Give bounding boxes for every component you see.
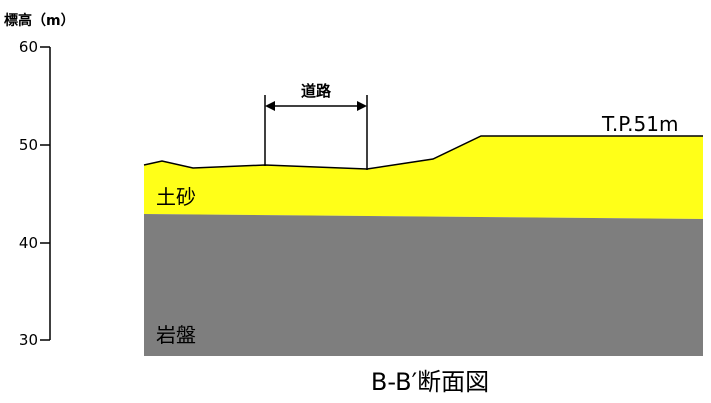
- road-arrow-left: [265, 101, 275, 111]
- ground-surface-line: [143, 135, 703, 170]
- road-marker: 道路: [264, 82, 368, 170]
- axis-ticks: 60 50 40 30: [19, 38, 50, 349]
- tick-label-40: 40: [19, 234, 38, 252]
- axis-title: 標高（m）: [4, 12, 75, 29]
- tick-label-50: 50: [19, 136, 38, 154]
- road-label: 道路: [301, 82, 332, 100]
- elevation-label: T.P.51m: [601, 112, 678, 136]
- tick-label-60: 60: [19, 38, 38, 56]
- tick-label-30: 30: [19, 331, 38, 349]
- soil-label: 土砂: [156, 185, 196, 209]
- figure-caption: B-B′断面図: [371, 368, 489, 396]
- road-arrow-right: [357, 101, 367, 111]
- bedrock-layer: [144, 214, 703, 356]
- soil-layer: [144, 136, 703, 219]
- bedrock-label: 岩盤: [156, 323, 196, 347]
